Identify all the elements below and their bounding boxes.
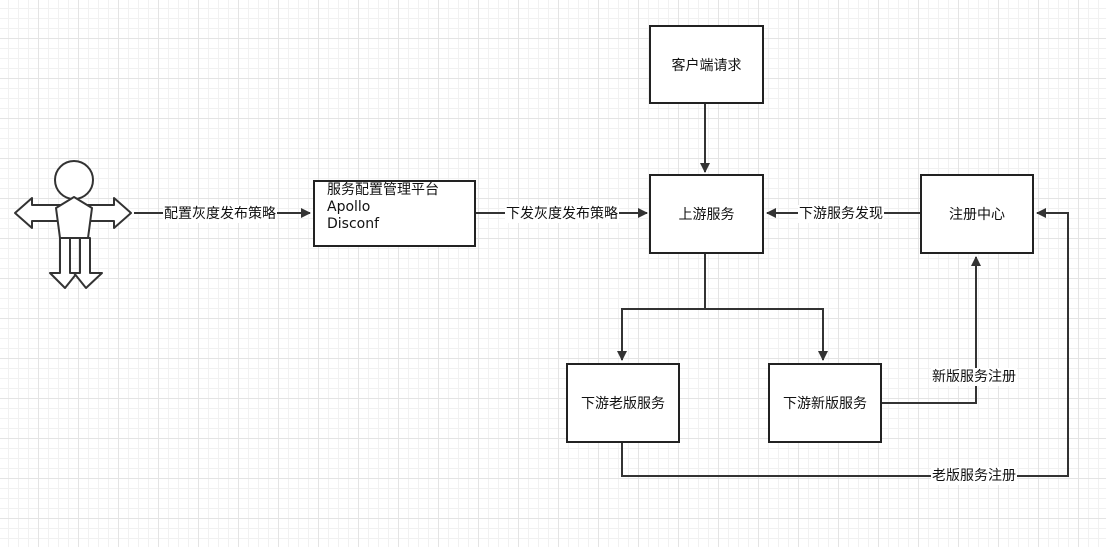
edge-new-register [882,256,981,404]
node-upstream: 上游服务 [649,174,764,254]
edge-old-register [621,208,1069,477]
config-platform-apollo: Apollo [327,199,371,215]
edge-label-old-register: 老版服务注册 [931,467,1017,485]
node-registry-label: 注册中心 [949,207,1005,223]
node-downstream-new-label: 下游新版服务 [783,396,867,412]
edge-label-configure: 配置灰度发布策略 [163,205,277,223]
node-client-request-label: 客户端请求 [671,57,742,74]
node-registry: 注册中心 [920,174,1034,254]
config-platform-title: 服务配置管理平台 [327,182,439,198]
node-downstream-old-label: 下游老版服务 [581,396,665,412]
node-client-request: 客户端请求 [649,25,764,104]
person-icon [14,160,132,289]
node-downstream-old: 下游老版服务 [566,363,680,443]
edge-to-old [617,254,706,361]
edge-label-discovery: 下游服务发现 [798,205,884,223]
edge-label-distribute: 下发灰度发布策略 [505,205,619,223]
node-downstream-new: 下游新版服务 [768,363,882,443]
edge-to-new [705,308,828,361]
node-upstream-label: 上游服务 [678,207,735,223]
config-platform-disconf: Disconf [327,216,380,232]
edge-label-new-register: 新版服务注册 [931,368,1017,386]
node-config-platform: 服务配置管理平台 Apollo Disconf [313,180,476,247]
